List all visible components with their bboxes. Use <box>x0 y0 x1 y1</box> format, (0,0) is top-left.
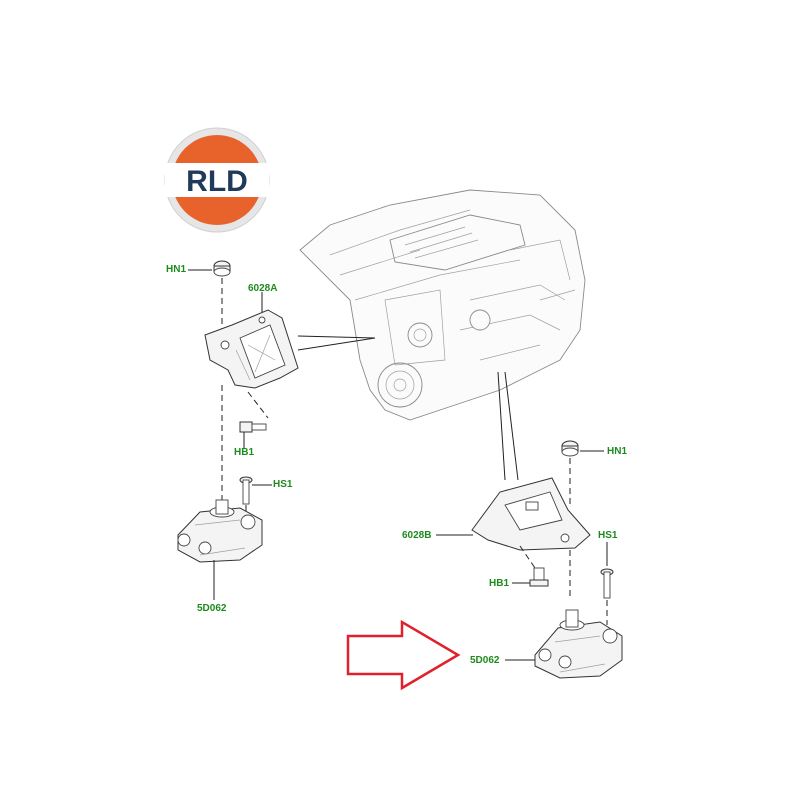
label-hb1-right: HB1 <box>489 578 510 589</box>
highlight-arrow <box>346 619 461 691</box>
label-hn1-right: HN1 <box>607 446 628 457</box>
label-6028a: 6028A <box>248 283 278 294</box>
mount-5d062-right <box>534 609 623 679</box>
hn1-nut-left <box>213 260 231 277</box>
bracket-6028a <box>204 309 299 389</box>
engine-block <box>299 189 586 421</box>
hb1-bolt-right <box>529 567 549 587</box>
label-hn1-left: HN1 <box>166 264 187 275</box>
mount-5d062-left <box>177 499 263 563</box>
hs1-stud-right <box>600 568 614 599</box>
label-hb1-left: HB1 <box>234 447 255 458</box>
bracket-6028b <box>471 477 591 551</box>
hs1-stud-left <box>239 476 253 505</box>
label-6028b: 6028B <box>402 530 432 541</box>
label-hs1-left: HS1 <box>273 479 293 490</box>
label-5d062-left: 5D062 <box>197 603 227 614</box>
logo-text: RLD <box>186 165 248 198</box>
label-hs1-right: HS1 <box>598 530 618 541</box>
rld-logo: RLD <box>164 127 270 233</box>
hn1-nut-right <box>561 440 579 457</box>
hb1-bolt-left <box>239 421 267 433</box>
label-5d062-right: 5D062 <box>470 655 500 666</box>
